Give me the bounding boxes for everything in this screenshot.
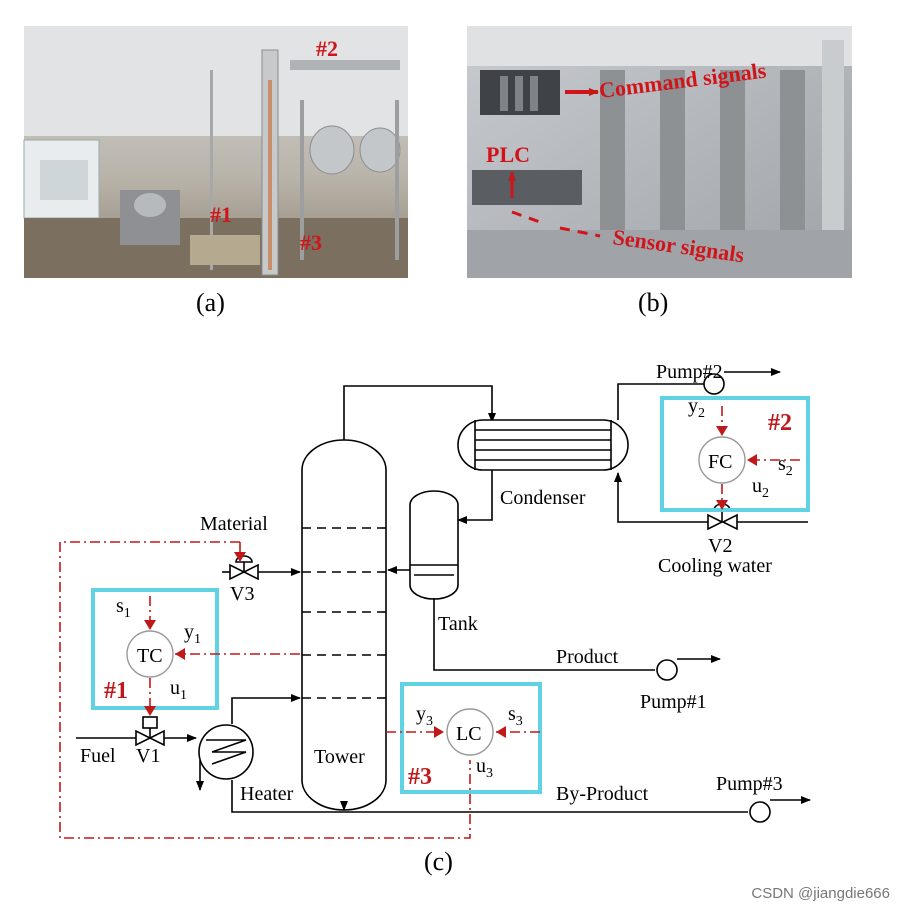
v1-label: V1 (136, 745, 160, 767)
y1-label: y1 (184, 621, 201, 647)
s1-label: s1 (116, 595, 131, 621)
loop3-box (400, 682, 542, 794)
lc-label: LC (456, 723, 482, 745)
cooling-water-label: Cooling water (658, 555, 772, 577)
fuel-label: Fuel (80, 745, 116, 767)
y3-label: y3 (416, 703, 433, 729)
u2-label: u2 (752, 475, 769, 501)
photo-a-marker-1: #1 (210, 202, 232, 227)
u1-label: u1 (170, 677, 187, 703)
material-label: Material (200, 513, 268, 535)
tower-label: Tower (314, 746, 365, 768)
photo-a: #2 #1 #3 (23, 26, 408, 278)
s2-label: s2 (778, 453, 793, 479)
v2-label: V2 (708, 535, 732, 557)
byproduct-label: By-Product (556, 783, 649, 805)
photo-a-caption: (a) (196, 288, 225, 317)
loop1-box (91, 588, 219, 710)
photo-b-caption: (b) (638, 288, 668, 317)
pump2-label: Pump#2 (656, 361, 723, 383)
photo-b-plc-label: PLC (486, 142, 530, 167)
photo-a-marker-2: #2 (316, 36, 338, 61)
u3-label: u3 (476, 755, 493, 781)
fc-label: FC (708, 451, 732, 473)
heater-label: Heater (240, 783, 294, 805)
v3-label: V3 (230, 583, 254, 605)
tank-vessel (409, 490, 459, 600)
loop2-box (660, 396, 810, 512)
photo-b: Command signals PLC Sensor signals (467, 26, 852, 278)
fc-controller (698, 436, 746, 484)
loop2-label: #2 (768, 410, 792, 436)
condenser-label: Condenser (500, 487, 586, 509)
y2-label: y2 (688, 395, 705, 421)
watermark: CSDN @jiangdie666 (751, 885, 890, 902)
lc-controller (446, 708, 494, 756)
product-label: Product (556, 646, 619, 668)
tc-label: TC (137, 645, 163, 667)
diagram-caption: (c) (424, 847, 453, 876)
tank-label: Tank (438, 613, 478, 635)
pump3-label: Pump#3 (716, 773, 783, 795)
tower-vessel (301, 439, 387, 811)
pump1-label: Pump#1 (640, 691, 707, 713)
s3-label: s3 (508, 703, 523, 729)
photo-a-marker-3: #3 (300, 230, 322, 255)
process-diagram: Tower Condenser V2 Cooling water Pump#2 (59, 361, 811, 839)
loop3-label: #3 (408, 764, 432, 790)
tc-controller (126, 630, 174, 678)
condenser-vessel (457, 419, 629, 471)
loop1-label: #1 (104, 678, 128, 704)
